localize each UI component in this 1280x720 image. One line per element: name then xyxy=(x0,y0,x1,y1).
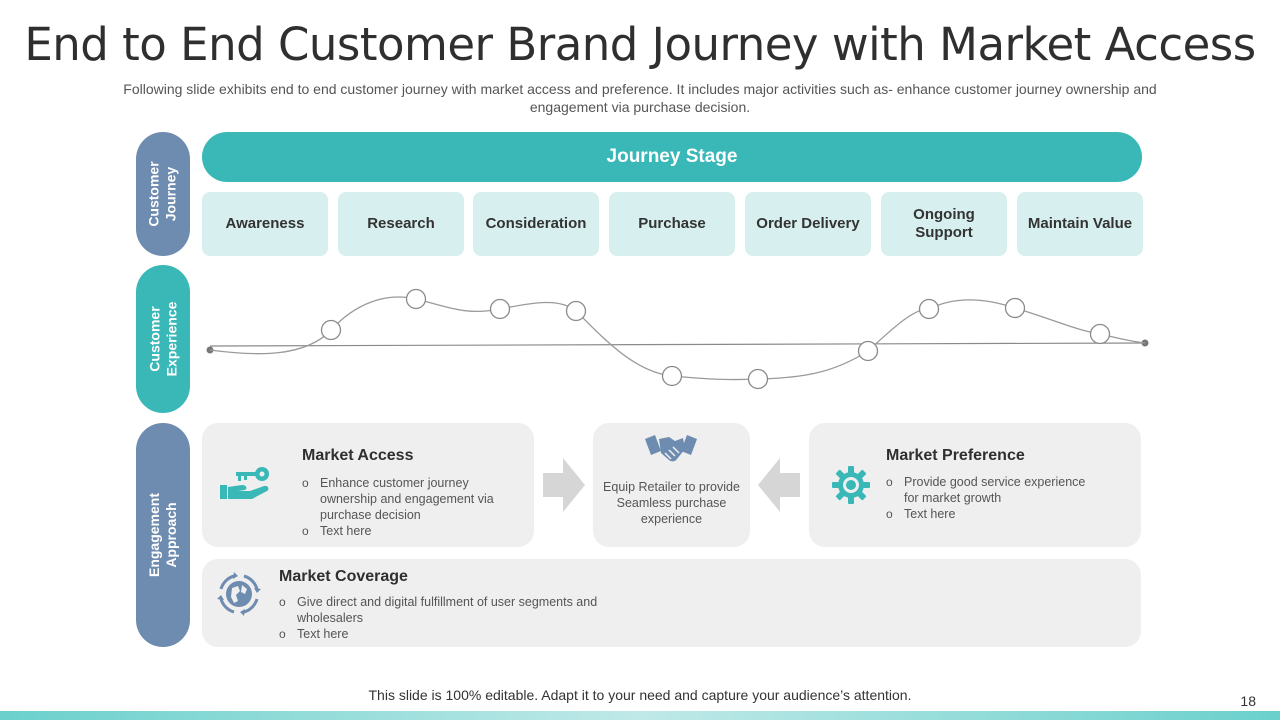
stage-awareness: Awareness xyxy=(202,192,328,256)
market-coverage-bullets: Give direct and digital fulfillment of u… xyxy=(279,594,599,642)
right-arrow-icon xyxy=(543,458,585,512)
experience-point xyxy=(747,368,769,390)
gear-icon xyxy=(832,466,870,504)
market-coverage-card: Market Coverage Give direct and digital … xyxy=(202,559,1141,647)
experience-point xyxy=(565,300,587,322)
market-preference-card: Market Preference Provide good service e… xyxy=(809,423,1141,547)
experience-line xyxy=(209,296,1146,381)
experience-curve xyxy=(206,288,1149,390)
experience-point xyxy=(1004,297,1026,319)
stage-research: Research xyxy=(338,192,464,256)
bottom-accent-strip xyxy=(0,711,1280,720)
bullet-item: Text here xyxy=(886,506,1101,522)
experience-point xyxy=(320,319,342,341)
page-number: 18 xyxy=(1240,693,1256,709)
engagement-approach-label: Engagement Approach xyxy=(136,423,190,647)
customer-experience-label: Customer Experience xyxy=(136,265,190,413)
bullet-item: Enhance customer journey ownership and e… xyxy=(302,475,517,523)
customer-experience-text: Customer Experience xyxy=(146,301,179,377)
engagement-approach-text: Engagement Approach xyxy=(146,492,180,578)
stage-purchase: Purchase xyxy=(609,192,735,256)
market-coverage-title: Market Coverage xyxy=(279,568,408,585)
bullet-item: Provide good service experience for mark… xyxy=(886,474,1101,506)
handshake-icon xyxy=(645,435,697,462)
customer-journey-label: Customer Journey xyxy=(136,132,190,256)
slide-subtitle: Following slide exhibits end to end cust… xyxy=(123,81,1157,115)
footer-note: This slide is 100% editable. Adapt it to… xyxy=(368,687,912,703)
experience-point xyxy=(918,298,940,320)
experience-point xyxy=(489,298,511,320)
hand-key-icon xyxy=(220,467,269,499)
customer-journey-text: Customer Journey xyxy=(146,161,180,227)
equip-retailer-card: Equip Retailer to provide Seamless purch… xyxy=(593,423,750,547)
journey-stage-header: Journey Stage xyxy=(202,132,1142,182)
experience-point xyxy=(661,365,683,387)
bullet-item: Text here xyxy=(302,523,517,539)
experience-point xyxy=(405,288,427,310)
baseline xyxy=(209,342,1146,347)
stage-ongoing-support: Ongoing Support xyxy=(881,192,1007,256)
market-access-card: Market Access Enhance customer journey o… xyxy=(202,423,534,547)
experience-point xyxy=(1089,323,1111,345)
slide-title: End to End Customer Brand Journey with M… xyxy=(24,18,1256,71)
market-preference-title: Market Preference xyxy=(886,447,1025,464)
stage-order-delivery: Order Delivery xyxy=(745,192,871,256)
market-preference-bullets: Provide good service experience for mark… xyxy=(886,474,1101,522)
market-access-title: Market Access xyxy=(302,447,414,464)
stage-maintain-value: Maintain Value xyxy=(1017,192,1143,256)
globe-cycle-icon xyxy=(217,572,261,616)
left-arrow-icon xyxy=(758,458,800,512)
bullet-item: Text here xyxy=(279,626,599,642)
experience-point xyxy=(857,340,879,362)
equip-retailer-text: Equip Retailer to provide Seamless purch… xyxy=(603,480,740,526)
bullet-item: Give direct and digital fulfillment of u… xyxy=(279,594,599,626)
market-access-bullets: Enhance customer journey ownership and e… xyxy=(302,475,517,539)
stage-consideration: Consideration xyxy=(473,192,599,256)
